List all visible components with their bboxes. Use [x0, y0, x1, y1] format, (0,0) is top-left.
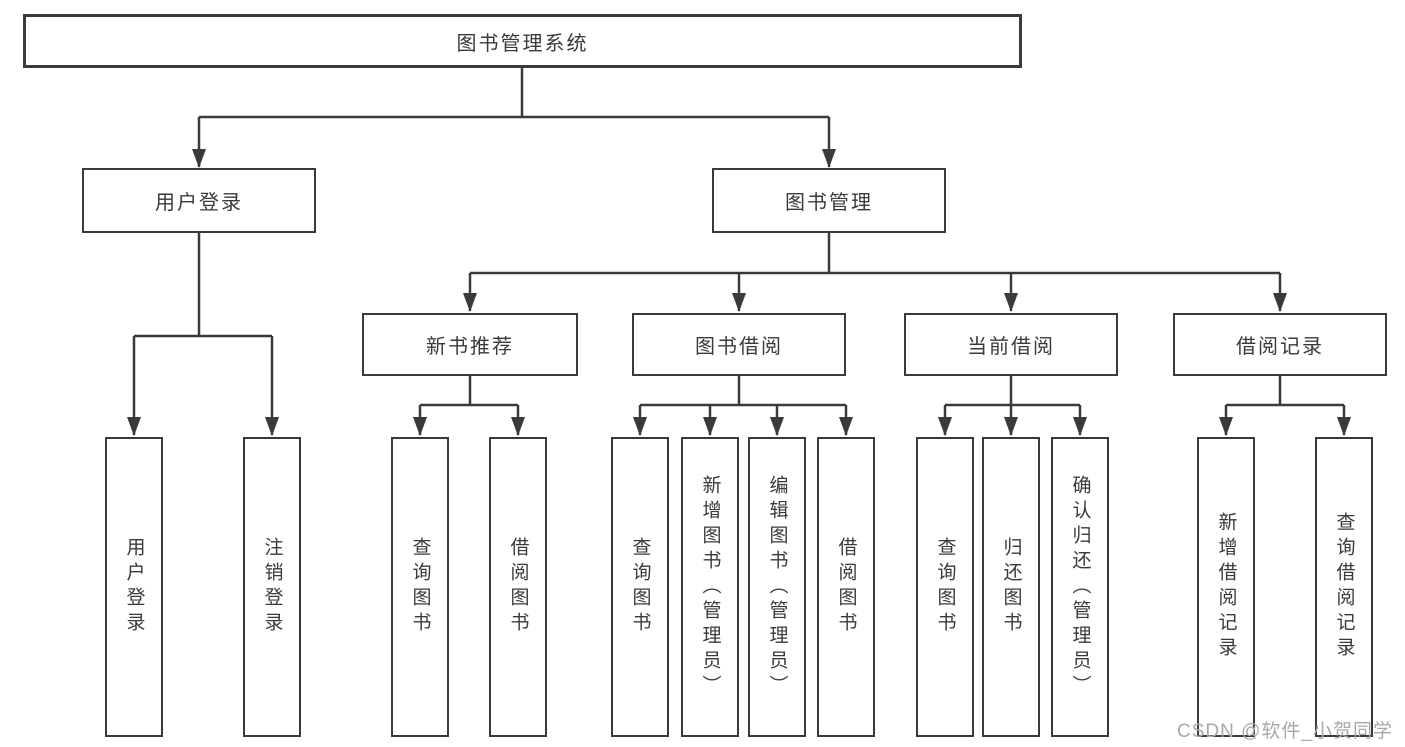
node-label: 图书管理	[785, 192, 873, 214]
connector-book-borrow-spine	[640, 376, 846, 407]
leaf-label: 归还图书	[1000, 537, 1022, 637]
connector-borrow-record-spine	[1226, 376, 1344, 407]
node-label: 用户登录	[155, 192, 243, 214]
node-current-borrowing: 当前借阅	[904, 313, 1118, 376]
csdn-watermark: CSDN @软件_小贺同学	[1177, 721, 1393, 742]
node-label: 新书推荐	[426, 336, 514, 358]
leaf-label: 查询图书	[934, 537, 956, 637]
leaf-label: 查询图书	[629, 537, 651, 637]
leaf-label: 借阅图书	[507, 537, 529, 637]
node-label: 图书管理系统	[456, 32, 589, 55]
connector-root-spine	[199, 68, 829, 119]
leaf-borrow-books-borrowing: 借阅图书	[817, 437, 875, 737]
leaf-label: 确认归还（管理员）	[1069, 474, 1091, 700]
node-label: 借阅记录	[1236, 336, 1324, 358]
leaf-confirm-return-admin: 确认归还（管理员）	[1051, 437, 1109, 737]
leaf-label: 新增借阅记录	[1215, 512, 1237, 662]
leaf-edit-books-admin: 编辑图书（管理员）	[748, 437, 806, 737]
node-user-login-branch: 用户登录	[82, 168, 316, 233]
leaf-label: 注销登录	[261, 537, 283, 637]
leaf-add-borrow-record: 新增借阅记录	[1197, 437, 1255, 737]
leaf-query-borrow-record: 查询借阅记录	[1315, 437, 1373, 737]
leaf-label: 用户登录	[123, 537, 145, 637]
leaf-borrow-books-recommend: 借阅图书	[489, 437, 547, 737]
leaf-user-login: 用户登录	[105, 437, 163, 737]
connector-book-mgmt-spine	[470, 233, 1280, 275]
node-new-book-recommend: 新书推荐	[362, 313, 578, 376]
node-book-borrowing: 图书借阅	[632, 313, 846, 376]
connector-new-book-spine	[420, 376, 518, 407]
leaf-label: 借阅图书	[835, 537, 857, 637]
connector-current-borrow-spine	[945, 376, 1080, 407]
node-library-management-system: 图书管理系统	[23, 14, 1022, 68]
leaf-label: 查询图书	[409, 537, 431, 637]
leaf-query-books-current: 查询图书	[916, 437, 974, 737]
leaf-query-books-borrowing: 查询图书	[611, 437, 669, 737]
leaf-label: 查询借阅记录	[1333, 512, 1355, 662]
leaf-label: 编辑图书（管理员）	[766, 474, 788, 700]
leaf-logout: 注销登录	[243, 437, 301, 737]
node-book-management: 图书管理	[712, 168, 946, 233]
node-label: 图书借阅	[695, 336, 783, 358]
node-label: 当前借阅	[967, 336, 1055, 358]
node-borrowing-records: 借阅记录	[1173, 313, 1387, 376]
leaf-return-books: 归还图书	[982, 437, 1040, 737]
leaf-add-books-admin: 新增图书（管理员）	[681, 437, 739, 737]
connector-user-login-spine	[134, 233, 272, 338]
leaf-label: 新增图书（管理员）	[699, 474, 721, 700]
leaf-query-books-recommend: 查询图书	[391, 437, 449, 737]
